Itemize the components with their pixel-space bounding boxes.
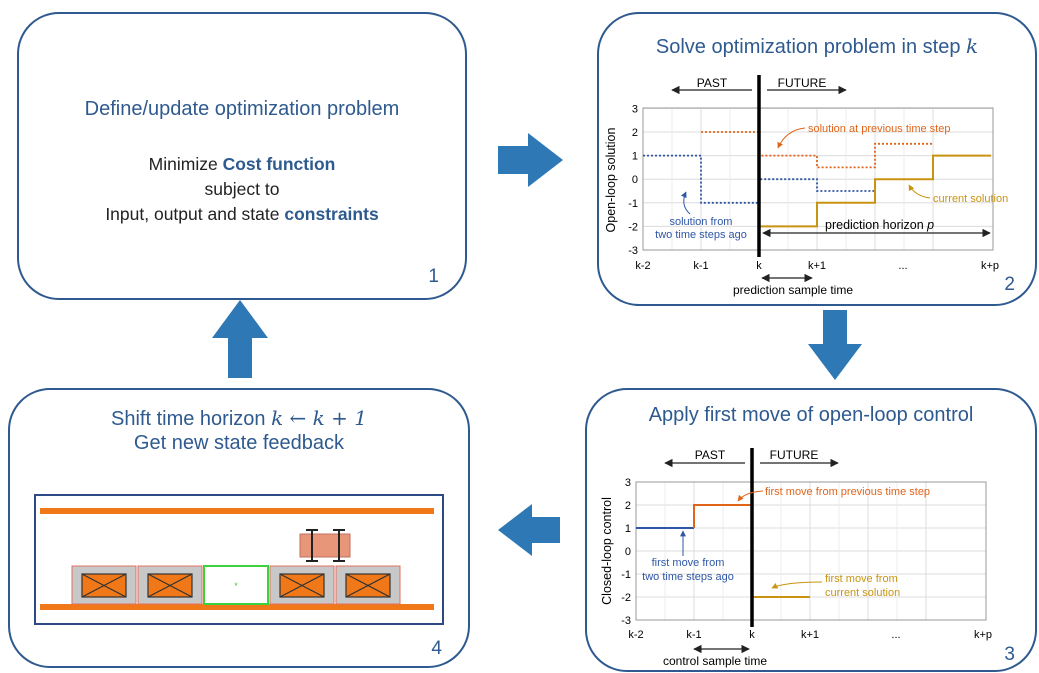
step4-title-line1: Shift time horizon k ← k + 1 bbox=[111, 406, 367, 430]
arrow-left-block bbox=[498, 504, 560, 556]
y-tick-label: 3 bbox=[632, 103, 638, 115]
x-tick-label: k-2 bbox=[635, 260, 650, 272]
chart2-frame bbox=[642, 107, 994, 251]
y-tick-label: -1 bbox=[621, 569, 631, 581]
chart2-ylabel: Open-loop solution bbox=[604, 127, 618, 232]
crate-cross bbox=[279, 573, 325, 598]
chart2-annotation-current: current solution bbox=[933, 193, 1008, 205]
x-tick-label: k bbox=[756, 260, 762, 272]
y-tick-label: -3 bbox=[621, 615, 631, 627]
chart2-annotation-previous: solution at previous time step bbox=[808, 123, 950, 135]
chart2-annotation-previous-arrow bbox=[777, 127, 806, 149]
crane-bottom-rail bbox=[40, 604, 434, 610]
chart2-annotation-two-ago-line1: solution from bbox=[670, 216, 733, 228]
chart3-annotation-current-arrow bbox=[771, 581, 823, 589]
crane-illustration: * bbox=[34, 494, 444, 625]
chart3-annotation-previous: first move from previous time step bbox=[765, 486, 930, 498]
chart3-frame bbox=[635, 481, 987, 621]
step1-line-constraints: Input, output and state constraints bbox=[105, 204, 379, 224]
chart3-annotation-current-line1: first move from bbox=[825, 573, 898, 585]
chart3-ylabel: Closed-loop control bbox=[600, 497, 614, 605]
step1-title: Define/update optimization problem bbox=[84, 98, 400, 120]
x-tick-label: k+p bbox=[981, 260, 999, 272]
series-line-1 bbox=[643, 154, 875, 204]
y-tick-label: 2 bbox=[632, 127, 638, 139]
x-tick-label: k+p bbox=[974, 629, 992, 641]
chart2-past-label: PAST bbox=[697, 76, 728, 90]
crate-cross bbox=[81, 573, 127, 598]
chart2-horizon-label: prediction horizon p bbox=[825, 218, 934, 232]
y-tick-label: 2 bbox=[625, 500, 631, 512]
arrow-down-block bbox=[808, 310, 862, 380]
chart2-annotation-two-ago-line2: two time steps ago bbox=[655, 229, 747, 241]
empty-slot-target bbox=[203, 565, 269, 605]
arrow-up-block bbox=[212, 300, 268, 378]
y-tick-label: -1 bbox=[628, 198, 638, 210]
x-tick-label: k-1 bbox=[693, 260, 708, 272]
x-tick-label: k-2 bbox=[628, 629, 643, 641]
chart3-past-label: PAST bbox=[695, 448, 726, 462]
y-tick-label: 0 bbox=[625, 546, 631, 558]
x-tick-label: ... bbox=[891, 629, 900, 641]
step1-line-subject: subject to bbox=[204, 179, 280, 199]
crate-cross bbox=[345, 573, 391, 598]
closed-loop-chart: 3 2 1 0 -1 -2 -3 k-2 k-1 k k+1... k+p PAST FUTURE C… bbox=[600, 448, 992, 668]
crate-cross bbox=[147, 573, 193, 598]
y-tick-label: 1 bbox=[632, 151, 638, 163]
step2-number: 2 bbox=[1004, 274, 1015, 295]
open-loop-chart: 3 2 1 0 -1 -2 -3 k-2 k-1 k k+1... k+p PAST FUTURE O… bbox=[604, 75, 1008, 297]
step3-title: Apply first move of open-loop control bbox=[648, 404, 974, 426]
step4-number: 4 bbox=[431, 638, 442, 659]
step4-title-line2: Get new state feedback bbox=[133, 432, 345, 454]
y-tick-label: -2 bbox=[621, 592, 631, 604]
y-tick-label: -3 bbox=[628, 245, 638, 257]
step2-title: Solve optimization problem in step k bbox=[655, 34, 979, 58]
x-tick-label: k+1 bbox=[808, 260, 826, 272]
step1-box: Define/update optimization problem Minim… bbox=[17, 12, 467, 300]
x-tick-label: k+1 bbox=[801, 629, 819, 641]
y-tick-label: -2 bbox=[628, 221, 638, 233]
step1-number: 1 bbox=[428, 266, 439, 287]
target-marker: * bbox=[234, 581, 238, 591]
step3-box: Apply first move of open-loop control 3 bbox=[585, 388, 1037, 672]
step3-number: 3 bbox=[1004, 644, 1015, 665]
chart3-annotation-current-line2: current solution bbox=[825, 587, 900, 599]
chart3-future-label: FUTURE bbox=[770, 448, 819, 462]
series-line-3 bbox=[759, 154, 991, 228]
chart2-sample-time-label: prediction sample time bbox=[733, 283, 853, 297]
crane-top-rail bbox=[40, 508, 434, 514]
x-tick-label: k-1 bbox=[686, 629, 701, 641]
chart3-annotation-two-ago-line2: two time steps ago bbox=[642, 571, 734, 583]
chart2-future-label: FUTURE bbox=[778, 76, 827, 90]
y-tick-label: 1 bbox=[625, 523, 631, 535]
y-tick-label: 3 bbox=[625, 477, 631, 489]
y-tick-label: 0 bbox=[632, 174, 638, 186]
chart3-sample-time-label: control sample time bbox=[663, 654, 767, 668]
crane-trolley bbox=[299, 533, 351, 558]
arrow-right-block bbox=[498, 133, 563, 187]
step1-line-minimize: Minimize Cost function bbox=[148, 154, 336, 174]
chart2-annotation-current-arrow bbox=[908, 184, 931, 199]
x-tick-label: k bbox=[749, 629, 755, 641]
x-tick-label: ... bbox=[898, 260, 907, 272]
chart3-annotation-two-ago-line1: first move from bbox=[652, 557, 725, 569]
chart2-annotation-two-ago-arrow bbox=[681, 191, 691, 215]
chart3-annotation-previous-arrow bbox=[737, 490, 764, 502]
